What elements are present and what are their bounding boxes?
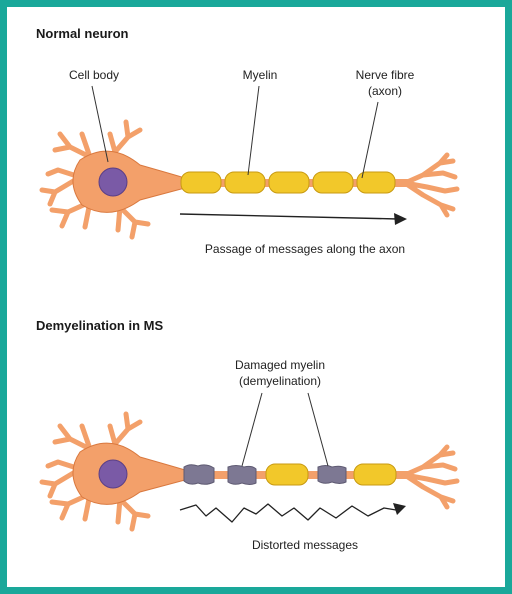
cell-body-ms: [72, 442, 186, 505]
leader-damaged-left: [241, 392, 263, 467]
axon-terminal-normal: [405, 155, 457, 215]
label-damaged-myelin: Damaged myelin: [234, 358, 326, 372]
damaged-myelin-segments: [183, 464, 347, 485]
arrowhead-distorted: [393, 503, 406, 515]
leader-myelin: [247, 85, 260, 176]
label-nerve-fibre: Nerve fibre: [355, 68, 415, 82]
arrowhead-passage: [394, 213, 407, 225]
nucleus-normal: [98, 167, 128, 197]
label-cell-body: Cell body: [68, 68, 120, 82]
cell-body-normal: [72, 150, 186, 213]
panel-title-demyelination: Demyelination in MS: [36, 318, 164, 333]
leader-cell-body: [91, 85, 109, 163]
panel-title-normal-neuron: Normal neuron: [36, 26, 129, 41]
arrow-distorted: [179, 503, 397, 523]
caption-passage-of-messages: Passage of messages along the axon: [204, 242, 406, 256]
axon-terminal-ms: [405, 447, 457, 507]
intact-myelin-segments-ms: [265, 463, 397, 486]
leader-damaged-right: [307, 392, 329, 467]
label-demyelination: (demyelination): [238, 374, 322, 388]
nucleus-ms: [98, 459, 128, 489]
label-myelin: Myelin: [242, 68, 278, 82]
caption-distorted-messages: Distorted messages: [251, 538, 359, 552]
myelin-segments-normal: [180, 171, 396, 194]
normal-neuron: [42, 85, 457, 237]
arrow-passage: [179, 213, 399, 220]
demyelinated-neuron: [42, 392, 457, 529]
leader-nerve-fibre: [361, 101, 379, 179]
label-axon: (axon): [367, 84, 402, 98]
